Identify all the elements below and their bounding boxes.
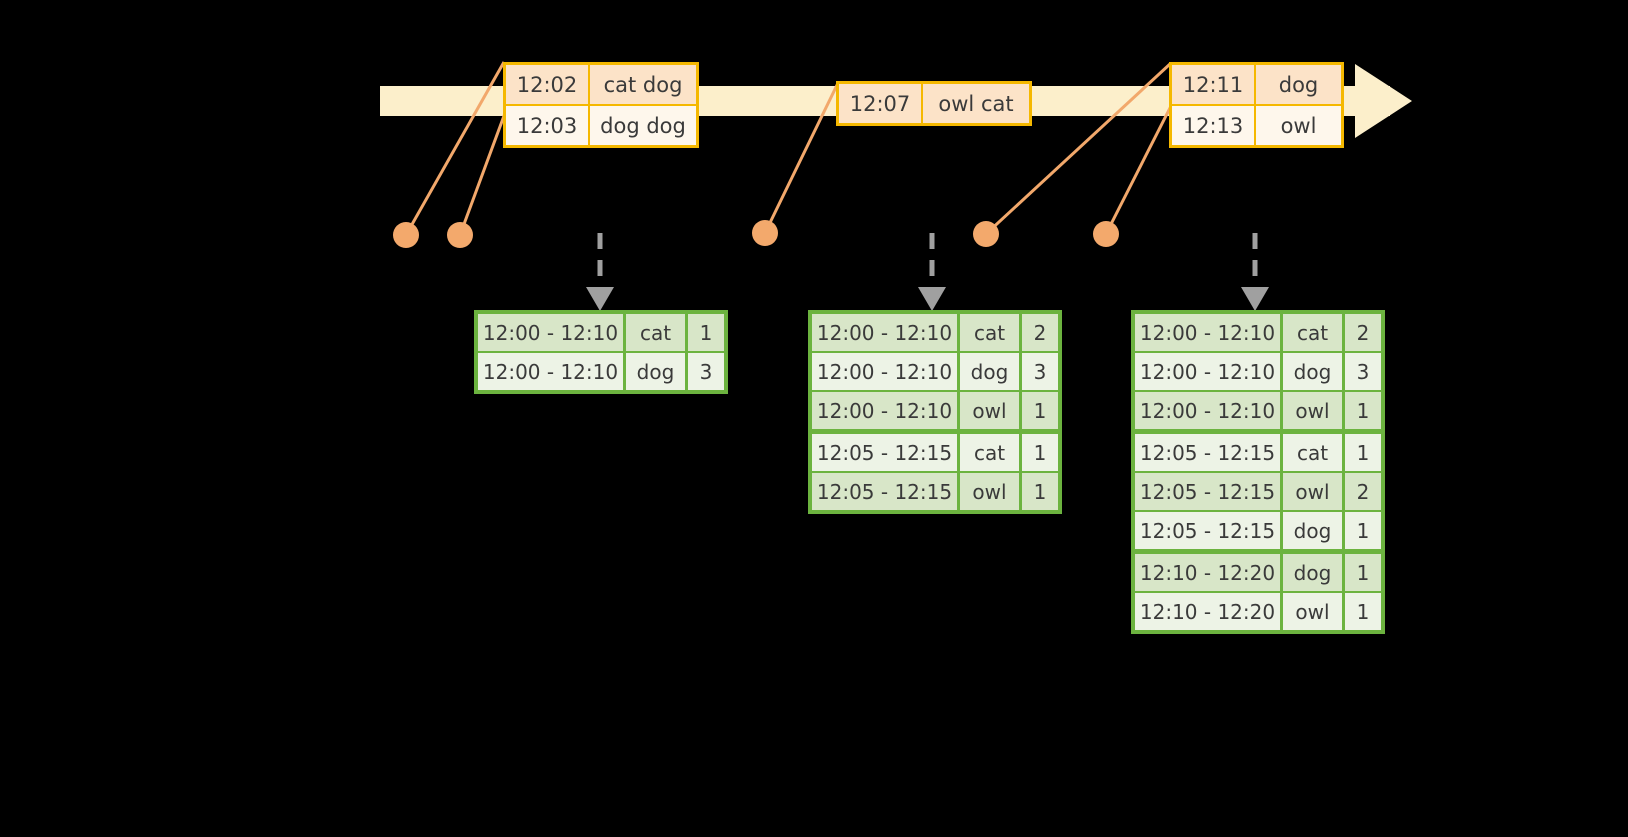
cell-window: 12:05 - 12:15 (812, 473, 960, 510)
emit-arrowheads (586, 287, 1269, 311)
emit-arrow-2-head (918, 287, 946, 311)
cell-window: 12:00 - 12:10 (1135, 314, 1283, 351)
event-words: dog (1256, 65, 1341, 104)
event-words: owl (1256, 106, 1341, 145)
cell-word: dog (1283, 554, 1345, 591)
event-row: 12:11 dog (1172, 65, 1341, 104)
event-row: 12:07 owl cat (839, 84, 1029, 123)
cell-window: 12:10 - 12:20 (1135, 593, 1283, 630)
event-group-1: 12:02 cat dog 12:03 dog dog (503, 62, 699, 148)
cell-count: 1 (1345, 392, 1381, 429)
connector-dots (393, 220, 1119, 248)
cell-word: owl (960, 473, 1022, 510)
cell-window: 12:10 - 12:20 (1135, 554, 1283, 591)
event-time: 12:02 (506, 65, 590, 104)
event-row: 12:02 cat dog (506, 65, 696, 104)
event-group-3: 12:11 dog 12:13 owl (1169, 62, 1344, 148)
event-row: 12:13 owl (1172, 104, 1341, 145)
cell-count: 1 (688, 314, 724, 351)
cell-window: 12:05 - 12:15 (1135, 434, 1283, 471)
event-words: cat dog (590, 65, 696, 104)
cell-count: 1 (1022, 392, 1058, 429)
emit-arrows (597, 233, 1258, 288)
cell-window: 12:00 - 12:10 (478, 353, 626, 390)
cell-window: 12:00 - 12:10 (812, 314, 960, 351)
cell-word: owl (1283, 392, 1345, 429)
cell-window: 12:00 - 12:10 (478, 314, 626, 351)
cell-count: 3 (688, 353, 724, 390)
cell-count: 2 (1345, 314, 1381, 351)
cell-word: cat (1283, 434, 1345, 471)
cell-count: 1 (1022, 473, 1058, 510)
cell-window: 12:05 - 12:15 (812, 434, 960, 471)
connector-dot-3 (752, 220, 778, 246)
connector-dot-2 (447, 222, 473, 248)
cell-window: 12:05 - 12:15 (1135, 512, 1283, 549)
cell-count: 3 (1345, 353, 1381, 390)
cell-count: 2 (1345, 473, 1381, 510)
connector-dot-1 (393, 222, 419, 248)
cell-word: owl (1283, 473, 1345, 510)
connector-dot-5 (1093, 221, 1119, 247)
emit-arrow-3-head (1241, 287, 1269, 311)
cell-window: 12:00 - 12:10 (1135, 353, 1283, 390)
cell-word: dog (626, 353, 688, 390)
cell-count: 1 (1345, 434, 1381, 471)
event-words: owl cat (923, 84, 1029, 123)
event-time: 12:11 (1172, 65, 1256, 104)
cell-count: 2 (1022, 314, 1058, 351)
cell-count: 1 (1345, 554, 1381, 591)
cell-window: 12:00 - 12:10 (1135, 392, 1283, 429)
event-time: 12:13 (1172, 106, 1256, 145)
cell-word: dog (1283, 512, 1345, 549)
event-time: 12:03 (506, 106, 590, 145)
cell-word: owl (960, 392, 1022, 429)
cell-word: owl (1283, 593, 1345, 630)
cell-count: 3 (1022, 353, 1058, 390)
event-time: 12:07 (839, 84, 923, 123)
cell-count: 1 (1345, 593, 1381, 630)
cell-word: cat (1283, 314, 1345, 351)
cell-word: dog (960, 353, 1022, 390)
cell-window: 12:00 - 12:10 (812, 392, 960, 429)
cell-word: cat (626, 314, 688, 351)
connector-dot-4 (973, 221, 999, 247)
event-words: dog dog (590, 106, 696, 145)
event-row: 12:03 dog dog (506, 104, 696, 145)
cell-window: 12:00 - 12:10 (812, 353, 960, 390)
cell-count: 1 (1345, 512, 1381, 549)
cell-word: dog (1283, 353, 1345, 390)
emit-arrow-1-head (586, 287, 614, 311)
cell-count: 1 (1022, 434, 1058, 471)
cell-word: cat (960, 434, 1022, 471)
event-group-2: 12:07 owl cat (836, 81, 1032, 126)
cell-word: cat (960, 314, 1022, 351)
cell-window: 12:05 - 12:15 (1135, 473, 1283, 510)
